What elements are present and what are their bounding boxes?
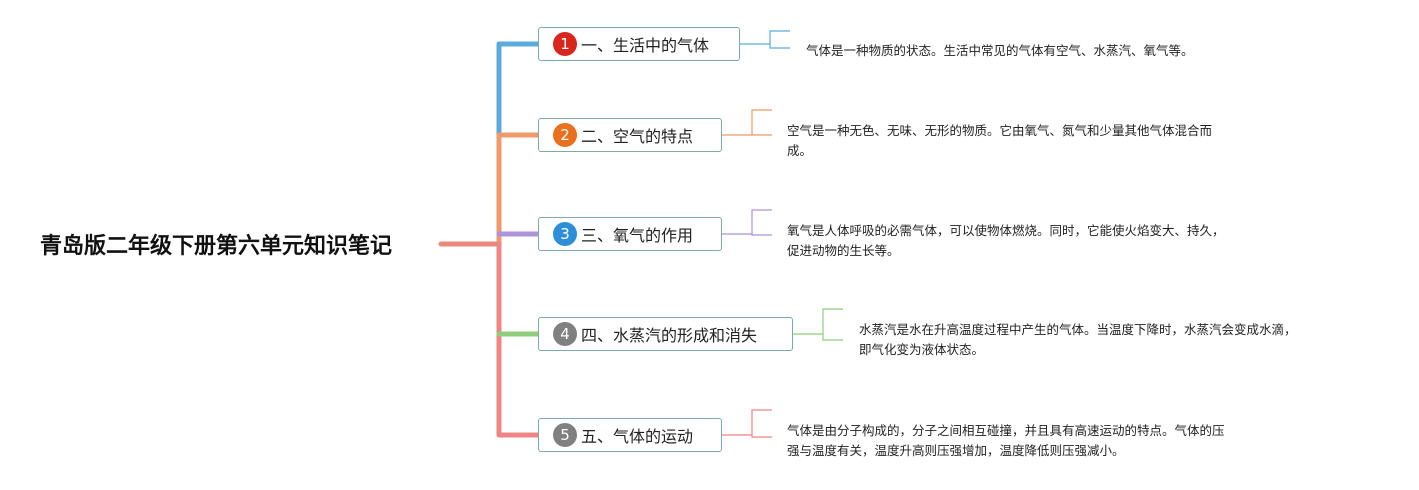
note-3[interactable]: 氧气是人体呼吸的必需气体，可以使物体燃烧。同时，它能使火焰变大、持久， 促进动物… [787, 223, 1225, 258]
topic-node-5[interactable]: 5 五、气体的运动 [538, 418, 722, 452]
topic-node-1[interactable]: 1 一、生活中的气体 [538, 27, 740, 61]
note-5[interactable]: 气体是由分子构成的，分子之间相互碰撞，并且具有高速运动的特点。气体的压 强与温度… [787, 423, 1225, 458]
note-bracket-1 [769, 30, 790, 49]
topic-node-4[interactable]: 4 四、水蒸汽的形成和消失 [538, 317, 793, 351]
note-bracket-4 [822, 308, 843, 341]
note-bracket-5 [751, 409, 772, 438]
note-4[interactable]: 水蒸汽是水在升高温度过程中产生的气体。当温度下降时，水蒸汽会变成水滴， 即气化变… [859, 322, 1297, 357]
topic-label-2: 二、空气的特点 [581, 127, 694, 146]
topic-label-4: 四、水蒸汽的形成和消失 [581, 326, 758, 345]
number-badge-2: 2 [553, 123, 577, 147]
topic-label-1: 一、生活中的气体 [581, 36, 710, 55]
number-badge-3: 3 [553, 222, 577, 246]
note-1[interactable]: 气体是一种物质的状态。生活中常见的气体有空气、水蒸汽、氧气等。 [806, 43, 1194, 58]
number-badge-4: 4 [553, 322, 577, 346]
topic-node-3[interactable]: 3 三、氧气的作用 [538, 217, 722, 251]
number-badge-5: 5 [553, 423, 577, 447]
note-bracket-2 [751, 109, 772, 136]
note-2[interactable]: 空气是一种无色、无味、无形的物质。它由氧气、氮气和少量其他气体混合而 成。 [787, 123, 1213, 158]
topic-label-3: 三、氧气的作用 [581, 226, 694, 245]
topic-node-2[interactable]: 2 二、空气的特点 [538, 118, 722, 152]
topic-label-5: 五、气体的运动 [581, 427, 694, 446]
note-bracket-3 [751, 209, 772, 236]
number-badge-1: 1 [553, 32, 577, 56]
root-title[interactable]: 青岛版二年级下册第六单元知识笔记 [40, 234, 393, 259]
